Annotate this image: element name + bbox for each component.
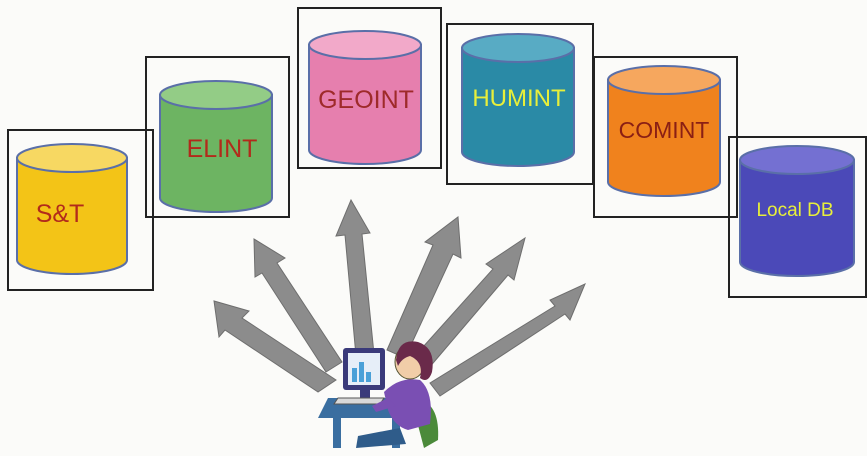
arrow-icon — [253, 238, 343, 373]
database-label: HUMINT — [472, 85, 566, 112]
database-label: COMINT — [619, 117, 710, 143]
database-cylinder-icon — [461, 33, 575, 167]
database-label: S&T — [36, 200, 85, 228]
arrow-icon — [386, 216, 462, 359]
database-comint: COMINT — [593, 56, 738, 218]
person-at-computer-icon — [318, 341, 439, 448]
database-elint: ELINT — [145, 56, 290, 218]
database-frame — [297, 7, 442, 169]
arrow-icon — [413, 236, 526, 370]
database-local-db: Local DB — [728, 136, 867, 298]
arrow-icon — [429, 283, 586, 397]
database-cylinder-icon — [159, 80, 273, 213]
database-cylinder-icon — [607, 65, 721, 197]
analyst-body — [384, 379, 431, 430]
arrow-icon — [335, 198, 375, 357]
arrow-icon — [213, 300, 337, 393]
database-cylinder-icon — [308, 30, 422, 165]
database-frame — [728, 136, 867, 298]
database-label: Local DB — [756, 200, 833, 221]
database-s-t: S&T — [7, 129, 154, 291]
arrow-fan — [213, 198, 586, 397]
keyboard — [333, 397, 385, 405]
database-humint: HUMINT — [446, 23, 594, 185]
analyst-arm — [372, 398, 396, 412]
database-frame — [7, 129, 154, 291]
analyst-hair — [396, 341, 433, 380]
analyst-legs — [356, 428, 406, 448]
database-label: GEOINT — [318, 86, 414, 114]
database-geoint: GEOINT — [297, 7, 442, 169]
database-frame — [145, 56, 290, 218]
database-label: ELINT — [187, 135, 258, 163]
database-cylinder-icon — [739, 145, 855, 277]
database-cylinder-icon — [16, 143, 128, 275]
